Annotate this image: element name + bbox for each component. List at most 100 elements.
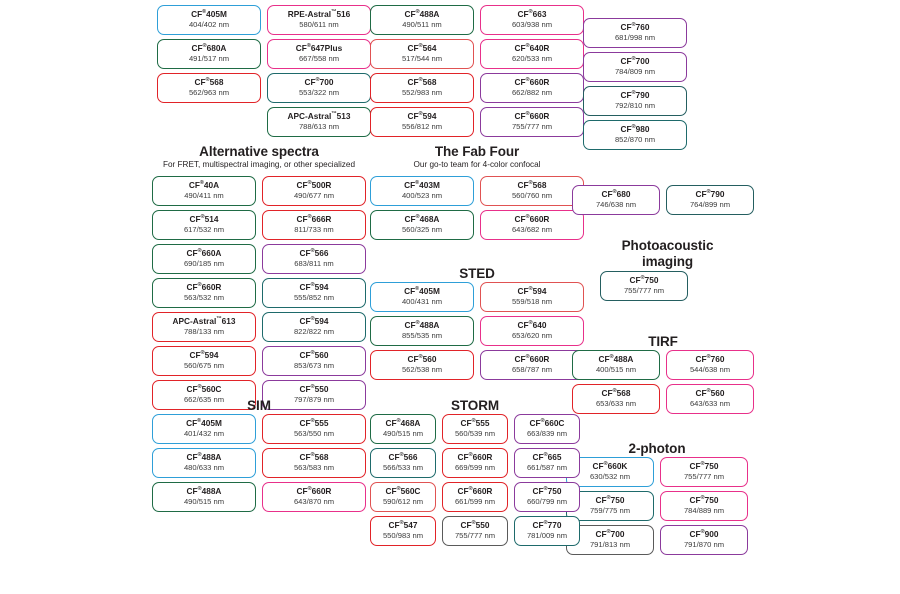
dye-name: CF®663 bbox=[517, 9, 547, 19]
dye-wavelengths: 400/515 nm bbox=[595, 365, 637, 374]
dye-wavelengths: 788/133 nm bbox=[183, 327, 225, 336]
dye-name: CF®750 bbox=[689, 495, 719, 505]
dye-wavelengths: 566/533 nm bbox=[382, 463, 424, 472]
dye-name: APC-Astral™513 bbox=[287, 111, 351, 121]
dye-wavelengths: 562/538 nm bbox=[401, 365, 443, 374]
dye-name: CF®680A bbox=[191, 43, 227, 53]
dye-name: CF®568 bbox=[194, 77, 224, 87]
dye-wavelengths: 560/760 nm bbox=[511, 191, 553, 200]
dye-wavelengths: 792/810 nm bbox=[614, 101, 656, 110]
dye-wavelengths: 490/515 nm bbox=[382, 429, 424, 438]
dye-name: CF®555 bbox=[460, 418, 490, 428]
dye-wavelengths: 552/983 nm bbox=[401, 88, 443, 97]
dye-name: CF®468A bbox=[385, 418, 421, 428]
dye-wavelengths: 661/599 nm bbox=[454, 497, 496, 506]
dye-name: CF®660R bbox=[514, 354, 550, 364]
dye-name: CF®760 bbox=[620, 22, 650, 32]
dye-wavelengths: 658/787 nm bbox=[511, 365, 553, 374]
group-title: Photoacoustic imaging bbox=[621, 238, 714, 269]
